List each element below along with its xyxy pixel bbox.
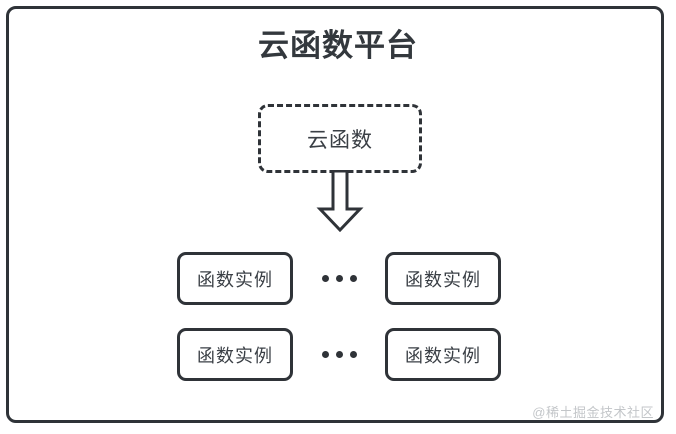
ellipsis-dot	[335, 275, 343, 282]
down-block-arrow-icon	[312, 169, 368, 233]
function-instance-box: 函数实例	[385, 252, 501, 305]
watermark: @稀土掘金技术社区	[532, 405, 654, 420]
ellipsis-dot	[335, 351, 343, 358]
ellipsis-icon	[309, 275, 369, 282]
function-instance-box: 函数实例	[177, 328, 293, 381]
function-instance-box: 函数实例	[385, 328, 501, 381]
cloud-function-label: 云函数	[307, 128, 373, 152]
ellipsis-dot	[321, 351, 329, 358]
function-instance-label: 函数实例	[197, 345, 273, 366]
function-instance-label: 函数实例	[405, 269, 481, 290]
instance-row: 函数实例 函数实例	[177, 328, 501, 381]
cloud-function-node: 云函数	[258, 104, 422, 173]
ellipsis-dot	[321, 275, 329, 282]
function-instance-label: 函数实例	[197, 269, 273, 290]
ellipsis-dot	[349, 351, 357, 358]
instance-row: 函数实例 函数实例	[177, 252, 501, 305]
function-instance-label: 函数实例	[405, 345, 481, 366]
page-title: 云函数平台	[258, 28, 418, 63]
ellipsis-dot	[349, 275, 357, 282]
ellipsis-icon	[309, 351, 369, 358]
function-instance-box: 函数实例	[177, 252, 293, 305]
